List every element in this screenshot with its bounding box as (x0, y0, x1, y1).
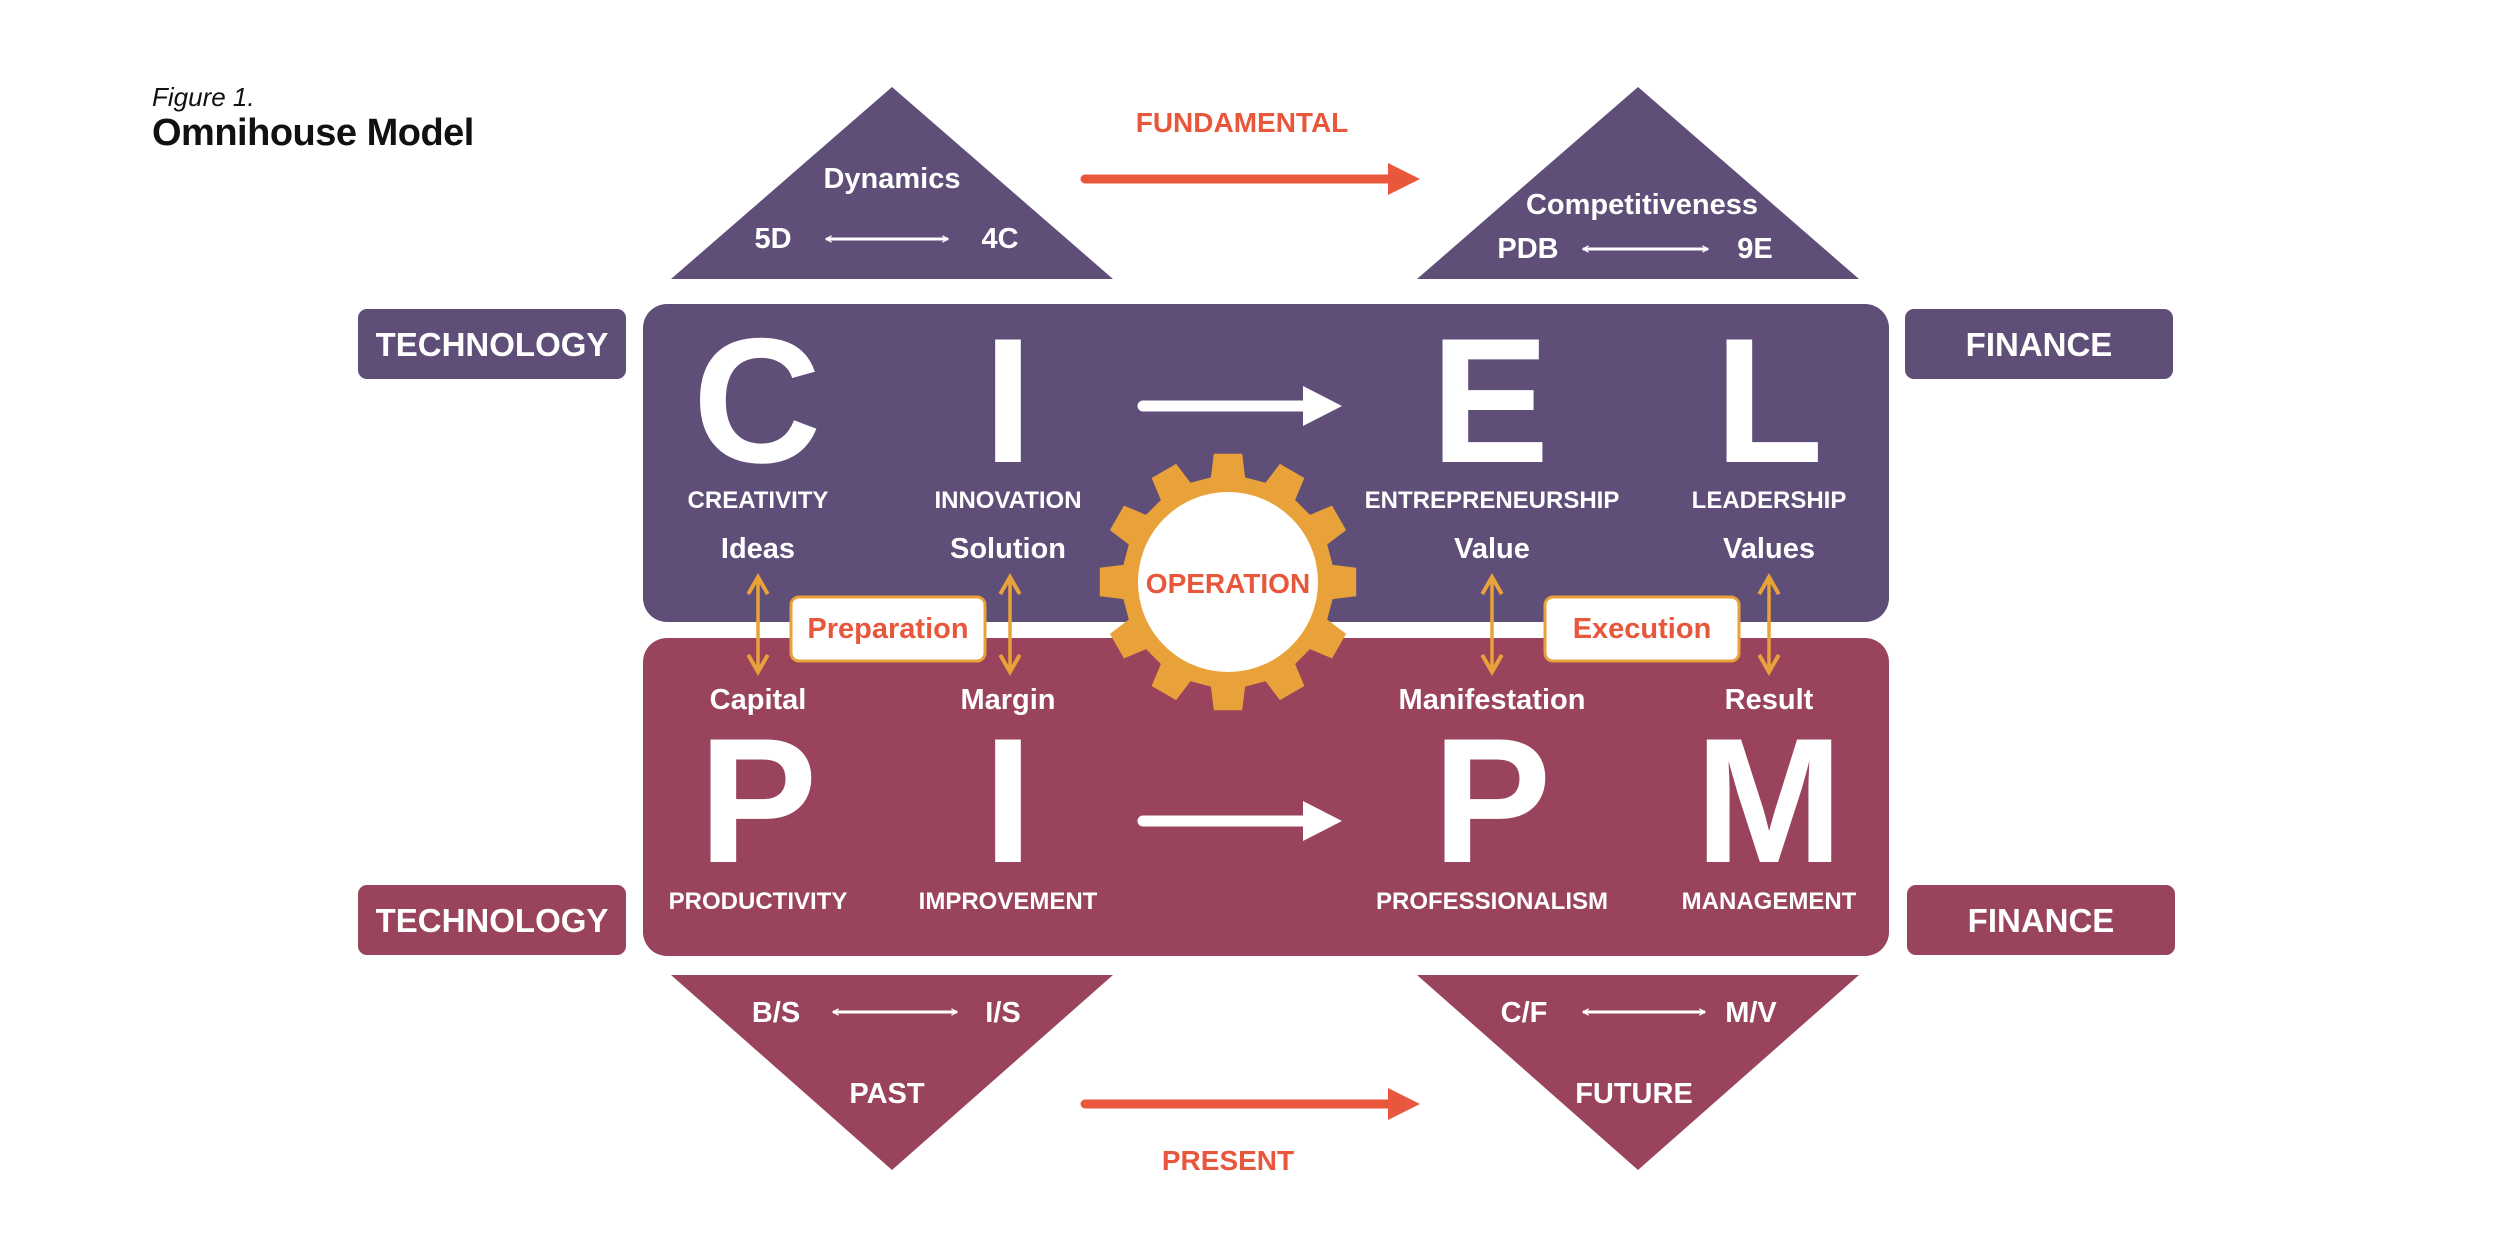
dynamics-right-label: 4C (981, 223, 1018, 255)
dynamics-label: Dynamics (823, 163, 960, 195)
creativity-label: CREATIVITY (688, 487, 829, 514)
top-right-triangle (1417, 87, 1859, 279)
competitiveness-label: Competitiveness (1526, 189, 1758, 221)
figure-title: Omnihouse Model (152, 112, 474, 154)
fundamental-label: FUNDAMENTAL (1136, 107, 1349, 138)
preparation-box (789, 595, 987, 663)
capital-label: Capital (710, 684, 807, 716)
tag-finance-bottom (1907, 885, 2175, 955)
professionalism-label: PROFESSIONALISM (1376, 888, 1608, 915)
past-label: PAST (849, 1078, 924, 1110)
execution-box (1543, 595, 1741, 663)
improvement-label: IMPROVEMENT (919, 888, 1098, 915)
solution-label: Solution (950, 533, 1066, 565)
figure-label: Figure 1. (152, 82, 255, 112)
upper-flow-arrow-head (1303, 386, 1342, 426)
execution-label: Execution (1573, 613, 1712, 645)
margin-label: Margin (960, 684, 1055, 716)
lower-block (643, 638, 1889, 956)
letter-e: E (1431, 301, 1550, 500)
tag-finance-top-label: FINANCE (1966, 326, 2113, 363)
letter-i-upper: I (983, 301, 1032, 500)
bs-label: B/S (752, 997, 800, 1029)
letter-p-first: P (699, 701, 818, 900)
values-label: Values (1723, 533, 1815, 565)
letter-m: M (1695, 701, 1843, 900)
future-label: FUTURE (1575, 1078, 1693, 1110)
bottom-left-triangle (671, 975, 1113, 1170)
operation-label: OPERATION (1146, 568, 1310, 599)
innovation-label: INNOVATION (934, 487, 1081, 514)
tag-finance-top (1905, 309, 2173, 379)
tag-technology-top (358, 309, 626, 379)
tag-technology-top-label: TECHNOLOGY (376, 326, 609, 363)
tag-technology-bottom-label: TECHNOLOGY (376, 902, 609, 939)
competitiveness-right-label: 9E (1737, 233, 1772, 265)
entrepreneurship-label: ENTREPRENEURSHIP (1365, 487, 1620, 514)
letter-c: C (693, 301, 822, 500)
lower-flow-arrow-head (1303, 801, 1342, 841)
is-label: I/S (985, 997, 1020, 1029)
mv-label: M/V (1725, 997, 1777, 1029)
cf-label: C/F (1501, 997, 1548, 1029)
gear-center (1138, 492, 1318, 672)
result-label: Result (1725, 684, 1814, 716)
productivity-label: PRODUCTIVITY (669, 888, 848, 915)
tag-technology-bottom (358, 885, 626, 955)
letter-p-second: P (1433, 701, 1552, 900)
present-label: PRESENT (1162, 1145, 1294, 1176)
value-label: Value (1454, 533, 1530, 565)
management-label: MANAGEMENT (1682, 888, 1857, 915)
leadership-label: LEADERSHIP (1692, 487, 1847, 514)
ideas-label: Ideas (721, 533, 795, 565)
bottom-right-triangle (1417, 975, 1859, 1170)
upper-block (643, 304, 1889, 622)
letter-i-lower: I (983, 701, 1032, 900)
dynamics-left-label: 5D (754, 223, 791, 255)
tag-finance-bottom-label: FINANCE (1968, 902, 2115, 939)
present-arrow-head (1388, 1088, 1420, 1120)
top-left-triangle (671, 87, 1113, 279)
fundamental-arrow-head (1388, 163, 1420, 195)
preparation-label: Preparation (807, 613, 968, 645)
competitiveness-left-label: PDB (1497, 233, 1558, 265)
manifestation-label: Manifestation (1399, 684, 1586, 716)
letter-l: L (1715, 301, 1824, 500)
